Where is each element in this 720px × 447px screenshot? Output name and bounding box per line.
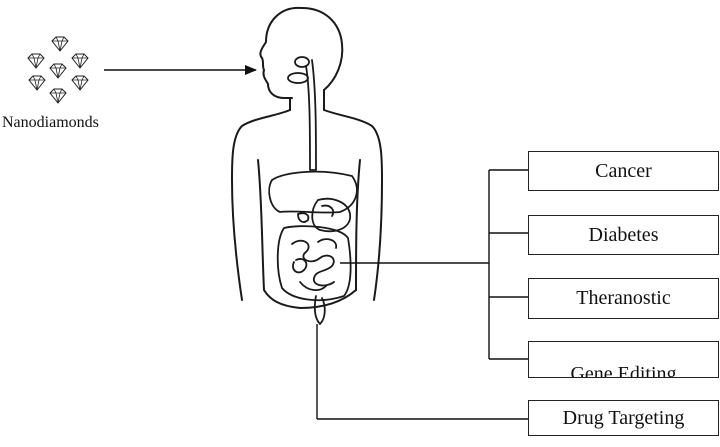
gene-editing-box: Gene Editing <box>528 341 719 378</box>
nanodiamonds-label: Nanodiamonds <box>2 114 99 131</box>
diamond-icon <box>51 36 69 52</box>
diamond-icon <box>71 75 89 91</box>
drug-targeting-box: Drug Targeting <box>528 400 719 436</box>
cancer-label: Cancer <box>595 159 652 182</box>
diamond-icon <box>27 53 45 69</box>
theranostic-label: Theranostic <box>576 287 671 309</box>
drug-targeting-label: Drug Targeting <box>562 406 685 429</box>
theranostic-box: Theranostic <box>528 278 719 319</box>
diamond-icon <box>49 63 67 79</box>
connector-lines <box>316 169 528 420</box>
diabetes-label: Diabetes <box>588 223 659 246</box>
diamond-icon <box>71 53 89 69</box>
gene-editing-label: Gene Editing <box>570 363 677 378</box>
cancer-box: Cancer <box>528 151 719 191</box>
diabetes-box: Diabetes <box>528 215 719 255</box>
human-body-outline <box>231 6 383 309</box>
digestive-system <box>268 56 358 325</box>
diamond-icon <box>49 88 67 104</box>
nanodiamond-cluster <box>27 36 89 104</box>
diamond-icon <box>28 75 46 91</box>
